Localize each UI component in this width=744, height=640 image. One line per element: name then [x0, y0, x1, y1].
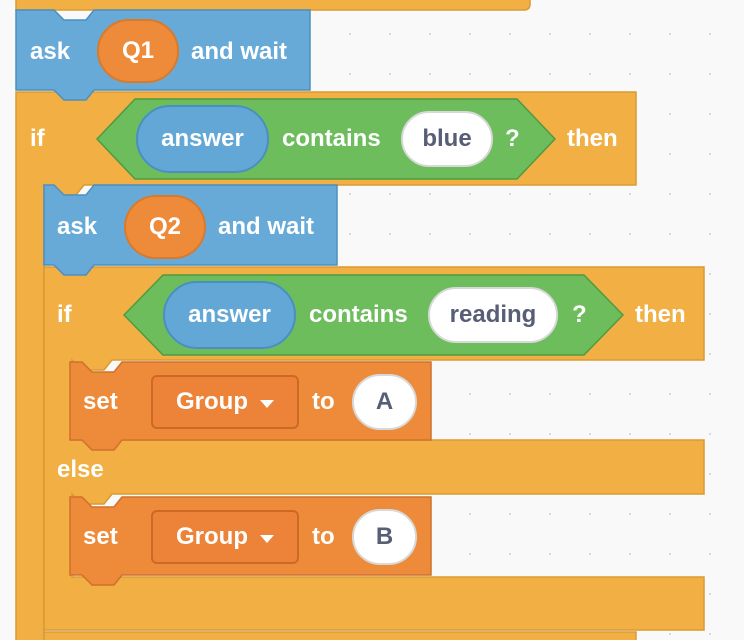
set-label: set: [83, 388, 118, 415]
contains-value-input[interactable]: blue: [401, 111, 493, 167]
answer-reporter[interactable]: answer: [163, 281, 296, 349]
question-q1-input[interactable]: Q1: [97, 19, 179, 83]
question-mark-label: ?: [572, 301, 587, 328]
then-label: then: [567, 125, 618, 152]
contains-value-input[interactable]: reading: [428, 287, 558, 343]
set-value-input[interactable]: B: [352, 509, 417, 565]
and-wait-label: and wait: [218, 213, 315, 240]
variable-dropdown[interactable]: Group: [151, 375, 299, 429]
set-label: set: [83, 523, 118, 550]
if-label: if: [57, 301, 72, 328]
contains-label: contains: [282, 125, 381, 152]
if-inner-block[interactable]: [43, 266, 705, 631]
answer-reporter[interactable]: answer: [136, 105, 269, 173]
variable-dropdown-label: Group: [176, 388, 248, 415]
variable-dropdown-label: Group: [176, 523, 248, 550]
question-mark-label: ?: [505, 125, 520, 152]
partial-block-below[interactable]: [43, 631, 637, 640]
ask-label: ask: [57, 213, 98, 240]
partial-block-above[interactable]: [15, 0, 531, 11]
to-label: to: [312, 523, 335, 550]
and-wait-label: and wait: [191, 38, 288, 65]
variable-dropdown[interactable]: Group: [151, 510, 299, 564]
then-label: then: [635, 301, 686, 328]
question-q2-input[interactable]: Q2: [124, 195, 206, 259]
ask-label: ask: [30, 38, 71, 65]
set-value-input[interactable]: A: [352, 374, 417, 430]
dropdown-caret-icon: [260, 534, 274, 543]
to-label: to: [312, 388, 335, 415]
if-label: if: [30, 125, 45, 152]
contains-label: contains: [309, 301, 408, 328]
else-label: else: [57, 456, 104, 483]
dropdown-caret-icon: [260, 399, 274, 408]
